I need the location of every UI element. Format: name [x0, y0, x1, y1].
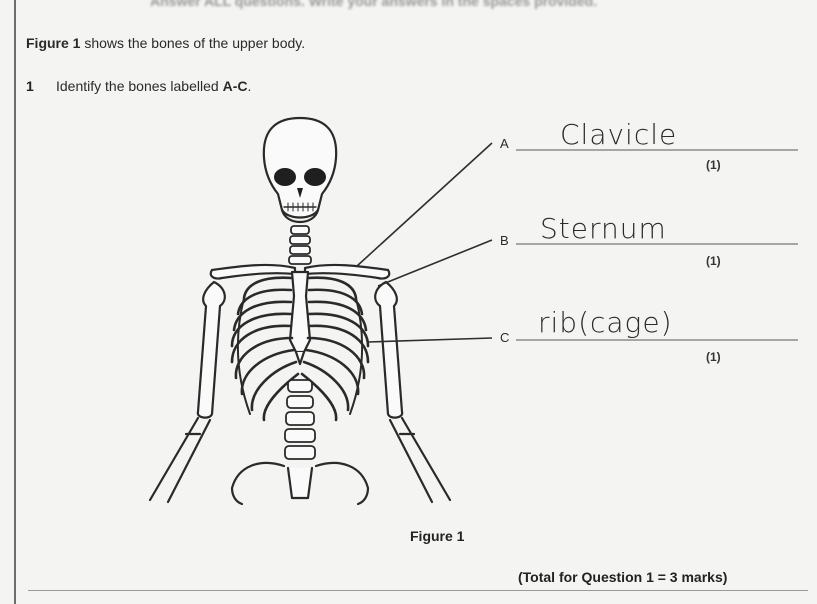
skull	[264, 118, 336, 222]
handwritten-answer-a: Clavicle	[560, 118, 677, 151]
label-letter-b: B	[500, 233, 509, 248]
neck-vertebrae	[289, 226, 311, 264]
handwritten-answer-c: rib(cage)	[538, 306, 673, 339]
leader-lines	[357, 143, 492, 342]
pelvis	[232, 463, 368, 504]
bottom-rule	[28, 590, 808, 591]
label-letter-a: A	[500, 136, 509, 151]
mark-c: (1)	[706, 350, 721, 364]
question-total: (Total for Question 1 = 3 marks)	[518, 569, 727, 585]
lumbar-spine	[285, 380, 315, 459]
mark-a: (1)	[706, 158, 721, 172]
label-letter-c: C	[500, 330, 509, 345]
mark-b: (1)	[706, 254, 721, 268]
figure-caption: Figure 1	[410, 528, 464, 544]
handwritten-answer-b: Sternum	[540, 212, 667, 245]
leader-line-b	[378, 240, 492, 286]
